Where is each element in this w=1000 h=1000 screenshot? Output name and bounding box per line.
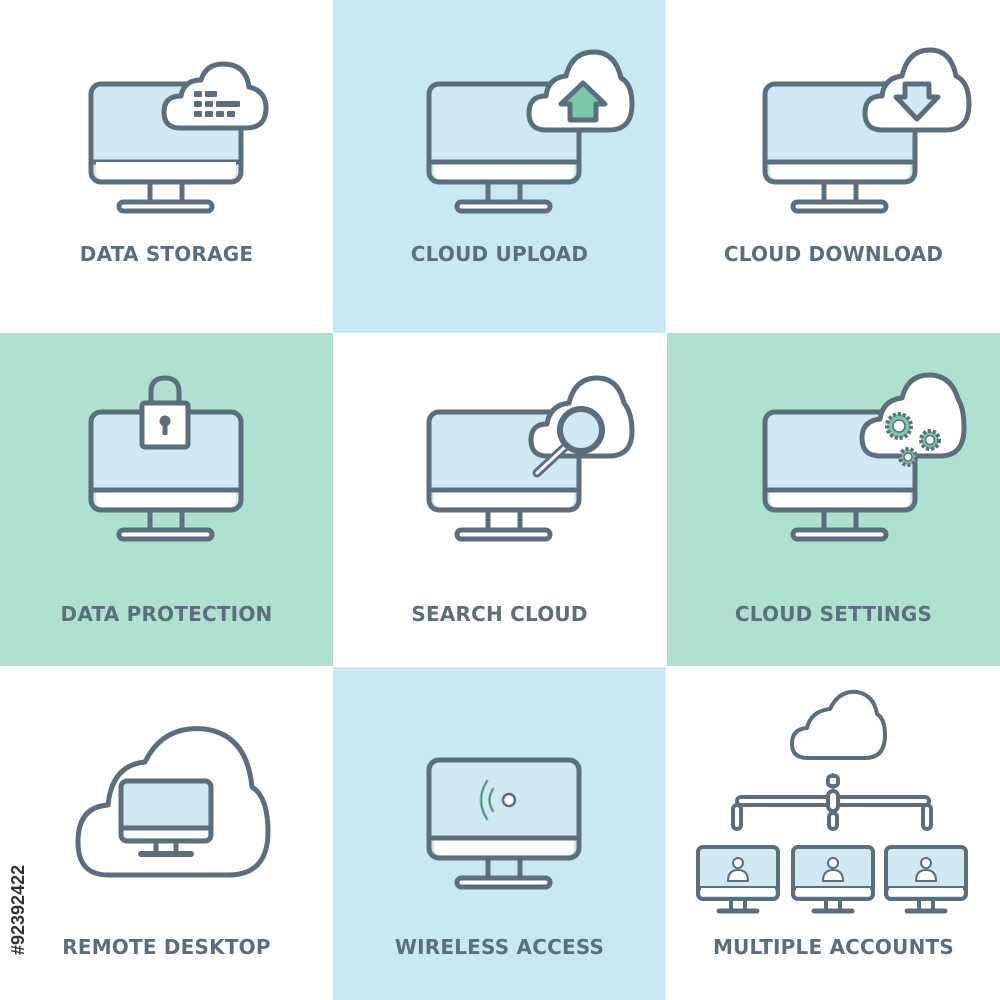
tile-label: WIRELESS ACCESS xyxy=(394,935,605,959)
cloud-download-icon xyxy=(762,47,972,214)
tile-label: CLOUD UPLOAD xyxy=(410,242,589,266)
cloud-settings-icon xyxy=(762,372,967,542)
multiple-accounts-icon xyxy=(696,689,968,914)
tile-multiple-accounts: MULTIPLE ACCOUNTS xyxy=(667,667,1000,1000)
tile-cloud-upload: CLOUD UPLOAD xyxy=(333,0,666,333)
tile-label: CLOUD SETTINGS xyxy=(734,602,933,626)
tile-data-storage: DATA STORAGE xyxy=(0,0,333,333)
tile-remote-desktop: REMOTE DESKTOP xyxy=(0,667,333,1000)
tile-label: MULTIPLE ACCOUNTS xyxy=(713,935,954,959)
stock-id-watermark: #92392422 xyxy=(4,760,34,960)
tile-label: CLOUD DOWNLOAD xyxy=(723,242,944,266)
cloud-upload-icon xyxy=(426,49,635,214)
wireless-access-icon xyxy=(426,757,582,890)
remote-desktop-icon xyxy=(75,726,271,878)
tile-search-cloud: SEARCH CLOUD xyxy=(333,333,666,666)
tile-label: REMOTE DESKTOP xyxy=(62,935,271,959)
tile-data-protection: DATA PROTECTION xyxy=(0,333,333,666)
stock-id-text: #92392422 xyxy=(8,864,28,955)
tile-cloud-settings: CLOUD SETTINGS xyxy=(667,333,1000,666)
tile-label: DATA STORAGE xyxy=(79,242,254,266)
search-cloud-icon xyxy=(426,375,635,542)
tile-wireless-access: WIRELESS ACCESS xyxy=(333,667,666,1000)
data-storage-icon xyxy=(88,61,269,214)
tile-label: SEARCH CLOUD xyxy=(411,602,588,626)
data-protection-icon xyxy=(88,375,244,542)
tile-label: DATA PROTECTION xyxy=(60,602,273,626)
tile-cloud-download: CLOUD DOWNLOAD xyxy=(667,0,1000,333)
